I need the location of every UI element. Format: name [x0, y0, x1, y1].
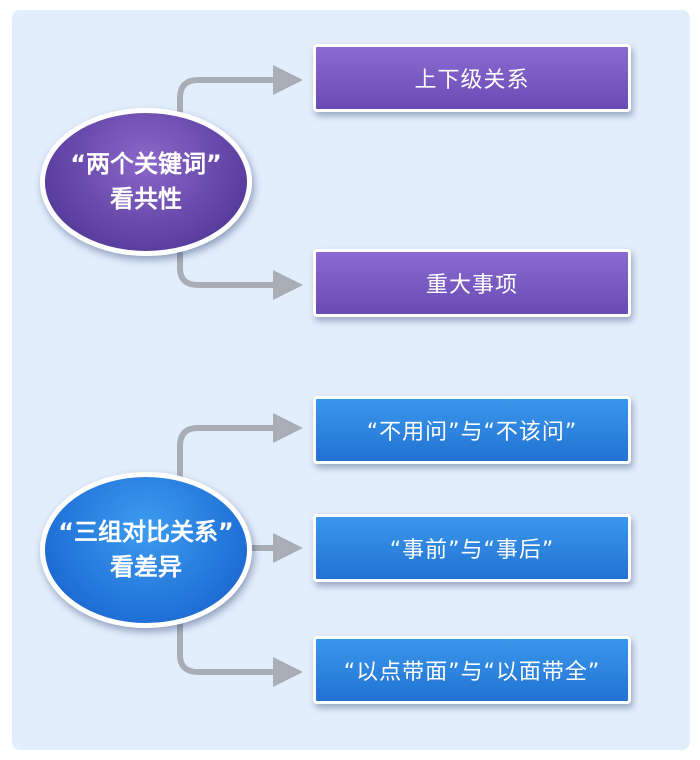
- group-1-ellipse: “两个关键词” 看共性: [40, 108, 252, 256]
- group-1-label-line2: 看共性: [110, 185, 182, 213]
- group-2-ellipse: “三组对比关系” 看差异: [40, 472, 252, 628]
- group-2-item-1-box: “不用问”与“不该问”: [313, 396, 631, 464]
- group-2-item-1-label: “不用问”与“不该问”: [366, 420, 578, 445]
- group-2-item-2-box: “事前”与“事后”: [313, 514, 631, 582]
- group-2-label-line2: 看差异: [110, 553, 182, 581]
- group-1-item-1-box: 上下级关系: [313, 44, 631, 112]
- group-2-item-3-box: “以点带面”与“以面带全”: [313, 636, 631, 704]
- connector-group1-bottom: [177, 252, 303, 300]
- group-2-item-2-label: “事前”与“事后”: [389, 538, 555, 563]
- group-1-item-1-label: 上下级关系: [414, 68, 530, 93]
- connector-group1-top: [177, 65, 303, 118]
- group-1-item-2-label: 重大事项: [425, 273, 518, 298]
- group-1-label-line1: “两个关键词”: [70, 150, 222, 179]
- connector-group2-bottom: [177, 612, 303, 687]
- group-1-item-2-box: 重大事项: [313, 249, 631, 317]
- group-2-label-line1: “三组对比关系”: [58, 518, 234, 547]
- group-2-item-3-label: “以点带面”与“以面带全”: [343, 660, 601, 685]
- connector-group2-top: [177, 413, 303, 486]
